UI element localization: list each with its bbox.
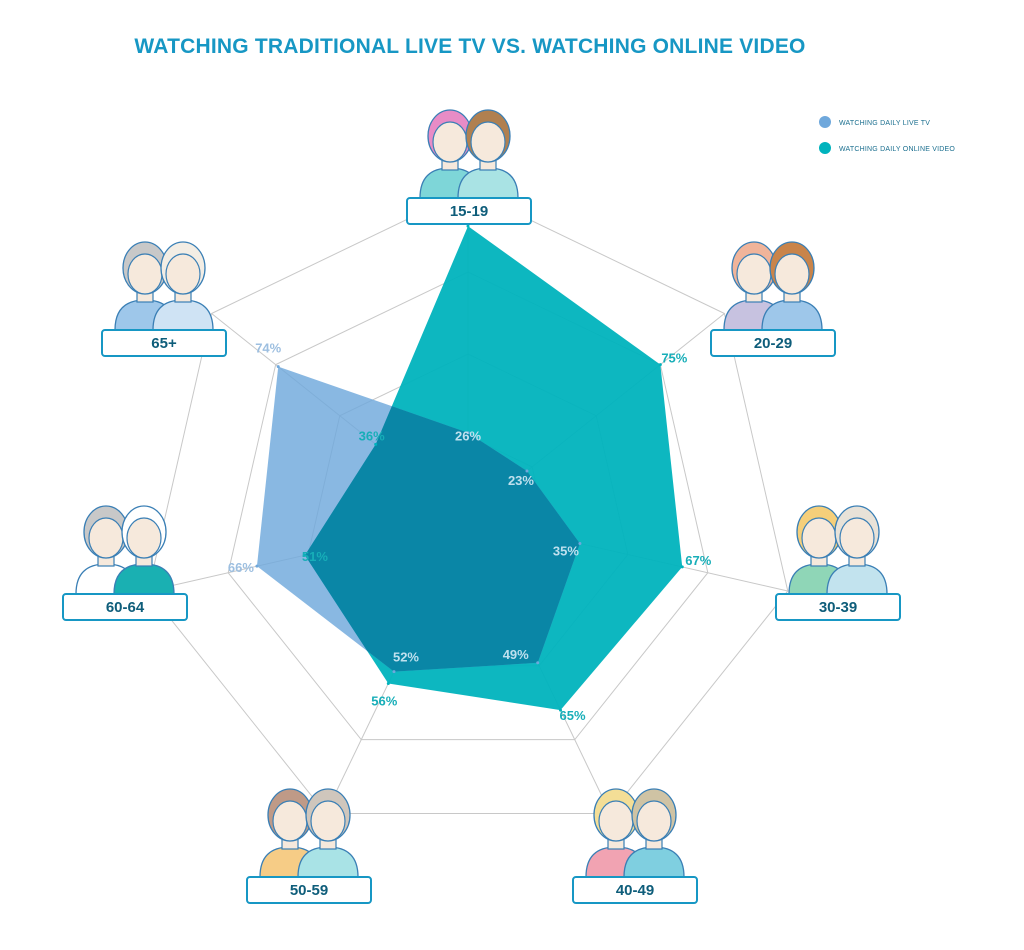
person-right-icon <box>826 505 888 595</box>
online-video-point <box>374 442 378 446</box>
age-label-box <box>406 197 532 225</box>
online-video-point <box>303 553 307 557</box>
online-video-point <box>386 681 390 685</box>
live-tv-value-label: 26% <box>455 429 481 444</box>
grid-ring <box>227 271 709 741</box>
age-label: 20-29 <box>754 335 792 352</box>
age-label: 40-49 <box>616 882 654 899</box>
legend: WATCHING DAILY LIVE TV WATCHING DAILY ON… <box>819 116 955 154</box>
live-tv-point <box>392 670 396 674</box>
legend-marker-online-video <box>819 142 831 154</box>
age-group-20-29: 20-29 <box>710 241 836 357</box>
age-label-box <box>775 593 901 621</box>
online-video-value-label: 65% <box>559 708 585 723</box>
legend-marker-live-tv <box>819 116 831 128</box>
value-labels: 89%75%67%65%56%51%36%26%23%35%49%52%66%7… <box>228 200 712 723</box>
live-tv-value-label: 35% <box>553 544 579 559</box>
age-label-box <box>572 876 698 904</box>
age-group-50-59: 50-59 <box>246 788 372 904</box>
age-label: 15-19 <box>450 203 488 220</box>
online-video-value-label: 67% <box>685 553 711 568</box>
age-group-40-49: 40-49 <box>572 788 698 904</box>
live-tv-value-label: 52% <box>393 650 419 665</box>
online-video-value-label: 75% <box>661 351 687 366</box>
person-right-icon <box>623 788 685 878</box>
online-video-value-label: 51% <box>302 549 328 564</box>
age-group-60-64: 60-64 <box>62 505 188 621</box>
age-group-30-39: 30-39 <box>775 505 901 621</box>
age-label-box <box>101 329 227 357</box>
person-right-icon <box>297 788 359 878</box>
age-group-65+: 65+ <box>101 241 227 357</box>
online-video-point <box>559 708 563 712</box>
age-label-box <box>62 593 188 621</box>
person-right-icon <box>152 241 214 331</box>
online-video-value-label: 56% <box>371 693 397 708</box>
age-group-15-19: 15-19 <box>406 109 532 225</box>
online-video-point <box>658 363 662 367</box>
age-label-box <box>246 876 372 904</box>
age-label-box <box>710 329 836 357</box>
person-left-icon <box>259 788 321 878</box>
person-right-icon <box>113 505 175 595</box>
live-tv-point <box>466 431 470 435</box>
live-tv-point <box>578 542 582 546</box>
age-label: 60-64 <box>106 599 145 616</box>
online-video-point <box>680 565 684 569</box>
person-right-icon <box>457 109 519 199</box>
radar-series <box>255 224 684 712</box>
person-left-icon <box>419 109 481 199</box>
live-tv-value-label: 74% <box>255 341 281 356</box>
age-group-figures: 15-19 20-29 30-39 40-49 50-59 60-64 65+ <box>62 109 901 904</box>
person-left-icon <box>723 241 785 331</box>
live-tv-point <box>536 661 540 665</box>
grid-ring <box>147 189 789 815</box>
chart-title: WATCHING TRADITIONAL LIVE TV VS. WATCHIN… <box>134 35 805 58</box>
live-tv-point <box>255 564 259 568</box>
age-label: 65+ <box>151 335 177 352</box>
online-video-value-label: 36% <box>359 428 385 443</box>
live-tv-value-label: 66% <box>228 560 254 575</box>
live-tv-value-label: 23% <box>508 473 534 488</box>
legend-label-online-video: WATCHING DAILY ONLINE VIDEO <box>839 146 955 153</box>
live-tv-point <box>525 469 529 473</box>
online-video-point <box>466 224 470 228</box>
age-label: 30-39 <box>819 599 857 616</box>
age-label: 50-59 <box>290 882 328 899</box>
live-tv-value-label: 49% <box>503 647 529 662</box>
person-right-icon <box>761 241 823 331</box>
live-tv-point <box>276 365 280 369</box>
person-left-icon <box>585 788 647 878</box>
legend-label-live-tv: WATCHING DAILY LIVE TV <box>839 120 930 127</box>
